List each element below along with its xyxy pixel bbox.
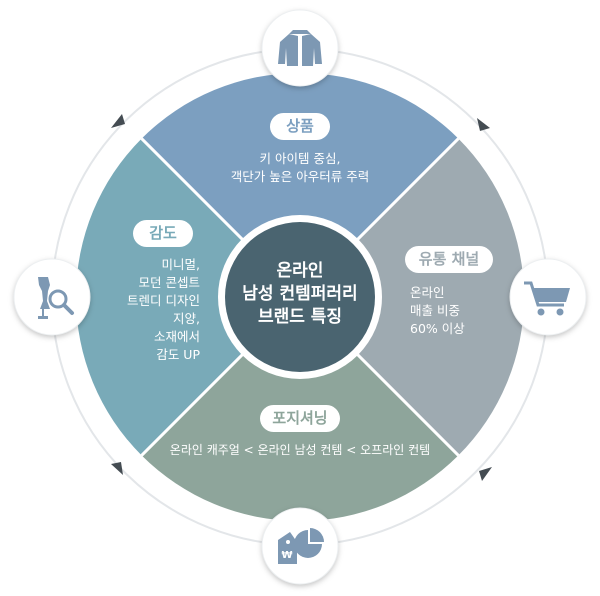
arrow-top-left [111,114,125,128]
segment-line: 60% 이상 [410,321,465,336]
segment-title-top: 상품 [270,113,330,140]
center-circle [225,222,375,372]
icon-node-right [509,258,587,336]
center-title-line: 남성 컨템퍼러리 [242,284,358,304]
price-tag-pie-chart-icon: ₩ [278,528,324,564]
center-title-line: 온라인 [276,261,324,281]
icon-node-top [261,9,339,87]
shopping-cart-icon [524,281,570,316]
arrow-bottom-right [479,467,492,481]
segment-text-left: 미니멀, 모던 콘셉트 트렌디 디자인 지양, 소재에서 감도 UP [90,256,200,364]
cycle-arrows [111,114,492,481]
center-title-line: 브랜드 특징 [257,307,343,327]
segment-line: 트렌디 디자인 [127,293,200,308]
arrow-top-right [477,118,490,131]
jacket-icon [278,30,322,66]
segment-top [141,72,459,297]
segment-line: 미니멀, [161,257,200,272]
mannequin-magnifier-icon [38,277,74,319]
segment-line: 매출 비중 [410,303,460,318]
segment-line: 감도 UP [156,347,200,362]
segment-title-left: 감도 [133,220,193,247]
segment-line: 온라인 [410,285,445,300]
segment-line: 소재에서 [153,329,200,344]
segment-line: 키 아이템 중심, [259,151,341,166]
segment-title-bottom: 포지셔닝 [260,405,340,432]
segment-title-right: 유통 채널 [405,246,493,273]
segment-line: 객단가 높은 아우터류 주력 [230,169,370,184]
segment-text-right: 온라인 매출 비중 60% 이상 [410,284,500,338]
svg-text:₩: ₩ [281,550,292,561]
icon-node-bottom: ₩ [261,507,339,585]
segment-line: 지양, [173,311,200,326]
center-title: 온라인 남성 컨템퍼러리 브랜드 특징 [220,260,380,329]
segment-left [75,138,300,456]
segment-right [300,138,525,456]
segment-text-top: 키 아이템 중심, 객단가 높은 아우터류 주력 [200,150,400,186]
segment-line: 모던 콘셉트 [138,275,200,290]
arrow-bottom-left [111,462,123,475]
icon-node-left [13,258,91,336]
segment-text-bottom: 온라인 캐주얼 < 온라인 남성 컨템 < 오프라인 컨템 [169,443,431,457]
